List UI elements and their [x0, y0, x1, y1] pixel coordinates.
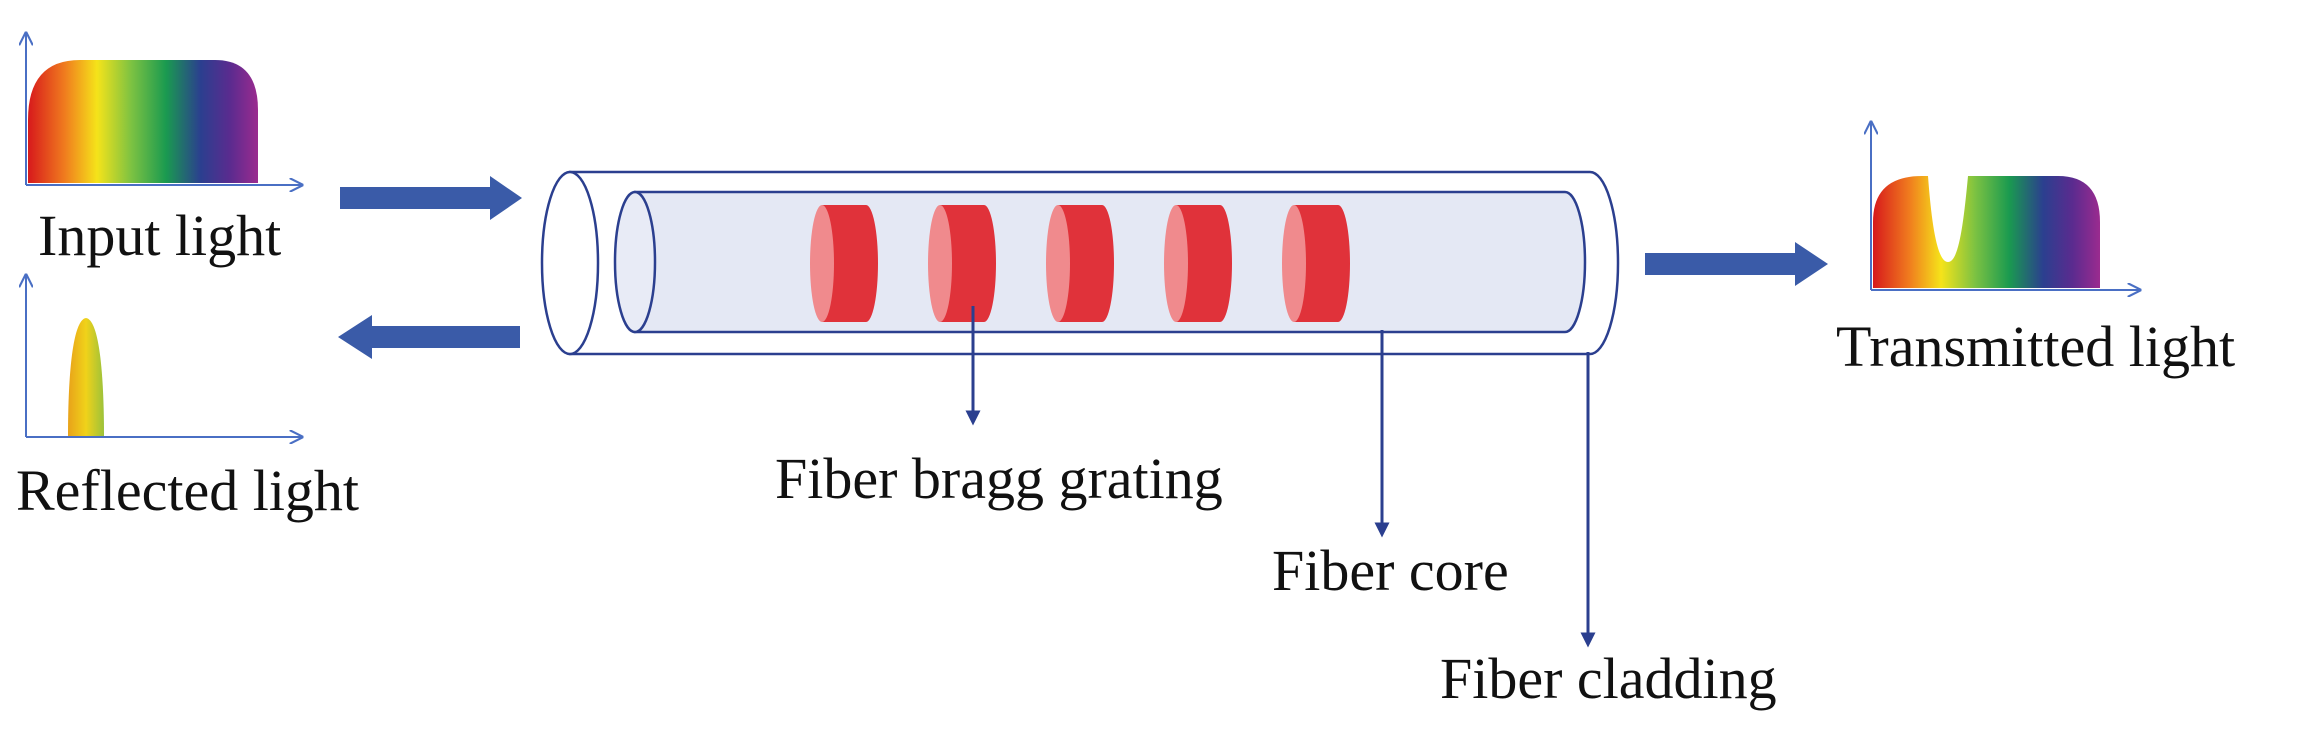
- grating-disk-body: [1058, 205, 1114, 323]
- grating-disk-body: [822, 205, 879, 323]
- input-light-label: Input light: [38, 203, 281, 268]
- bragg-grating-disk: [1046, 205, 1114, 323]
- bragg-grating-disk: [928, 205, 996, 323]
- grating-disk-face: [1282, 205, 1306, 322]
- fiber-cladding-label: Fiber cladding: [1440, 646, 1777, 711]
- input-spectrum-shape: [28, 60, 258, 183]
- grating-disk-face: [810, 205, 834, 322]
- transmitted-spectrum-shape: [1873, 176, 2100, 288]
- input-spectrum: [26, 33, 302, 185]
- core-end-ellipse: [613, 190, 657, 334]
- bragg-grating-disk: [1282, 205, 1350, 323]
- cladding-end-ellipse: [540, 170, 600, 356]
- fiber-bragg-grating-label: Fiber bragg grating: [775, 446, 1223, 511]
- transmitted-spectrum: [1871, 122, 2140, 290]
- grating-disk-face: [1046, 205, 1070, 322]
- transmitted-light-label: Transmitted light: [1836, 314, 2235, 379]
- fiber-core-label: Fiber core: [1272, 538, 1509, 603]
- transmitted-arrow: [1645, 242, 1828, 286]
- bragg-grating-disk: [1164, 205, 1232, 323]
- input-arrow: [340, 176, 522, 220]
- grating-group: [810, 205, 1350, 323]
- reflected-peak: [68, 318, 104, 436]
- grating-disk-face: [1164, 205, 1188, 322]
- grating-disk-face: [928, 205, 952, 322]
- reflected-arrow: [338, 315, 520, 359]
- reflected-spectrum: [26, 275, 302, 437]
- grating-disk-body: [940, 205, 996, 323]
- reflected-light-label: Reflected light: [16, 458, 359, 523]
- grating-disk-body: [1176, 205, 1232, 323]
- grating-disk-body: [1294, 205, 1350, 323]
- bragg-grating-disk: [810, 205, 879, 323]
